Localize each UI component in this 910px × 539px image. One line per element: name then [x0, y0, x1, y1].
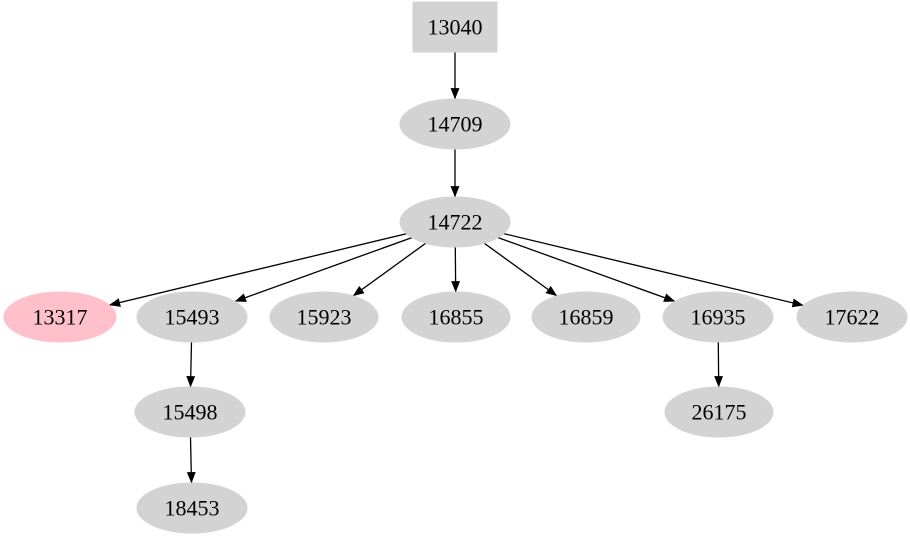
node-ellipse-shape: [136, 291, 248, 343]
node-14709: 14709: [399, 98, 511, 150]
edge-14722-16859: [483, 242, 558, 297]
node-ellipse-shape: [399, 98, 511, 150]
node-ellipse-shape: [136, 482, 248, 534]
node-label: 17622: [825, 305, 880, 330]
node-16859: 16859: [531, 291, 641, 343]
node-box-shape: [412, 1, 498, 53]
edge-14722-15923: [352, 242, 427, 297]
node-ellipse-shape: [796, 291, 908, 343]
node-label: 15923: [297, 305, 352, 330]
node-label: 26175: [692, 400, 747, 425]
node-14722: 14722: [399, 196, 511, 248]
node-label: 13040: [428, 15, 483, 40]
node-18453: 18453: [136, 482, 248, 534]
node-16855: 16855: [401, 291, 511, 343]
node-15493: 15493: [136, 291, 248, 343]
node-ellipse-shape: [3, 291, 117, 343]
node-ellipse-shape: [531, 291, 641, 343]
node-label: 16859: [559, 305, 614, 330]
node-15498: 15498: [134, 386, 246, 438]
node-16935: 16935: [662, 291, 774, 343]
node-label: 14709: [428, 112, 483, 137]
node-label: 14722: [428, 210, 483, 235]
edge-15493-15498: [186, 341, 196, 388]
node-ellipse-shape: [664, 386, 774, 438]
edges-layer: [108, 52, 804, 484]
node-ellipse-shape: [134, 386, 246, 438]
node-13317: 13317: [3, 291, 117, 343]
node-ellipse-shape: [399, 196, 511, 248]
edge-14722-16935: [497, 236, 676, 303]
node-15923: 15923: [269, 291, 379, 343]
node-label: 16935: [691, 305, 746, 330]
node-label: 15498: [163, 400, 218, 425]
node-label: 15493: [165, 305, 220, 330]
node-26175: 26175: [664, 386, 774, 438]
node-13040: 13040: [412, 1, 498, 53]
node-label: 13317: [33, 305, 88, 330]
edge-14722-15493: [234, 236, 413, 303]
node-label: 18453: [165, 496, 220, 521]
nodes-layer: 13040 14709 14722 13317 15493 15923 16855 16859…: [3, 1, 908, 534]
edge-14722-17622: [503, 232, 804, 308]
node-17622: 17622: [796, 291, 908, 343]
node-ellipse-shape: [662, 291, 774, 343]
edge-15498-18453: [186, 436, 196, 484]
node-ellipse-shape: [269, 291, 379, 343]
node-ellipse-shape: [401, 291, 511, 343]
node-label: 16855: [429, 305, 484, 330]
edge-14722-13317: [108, 233, 407, 307]
